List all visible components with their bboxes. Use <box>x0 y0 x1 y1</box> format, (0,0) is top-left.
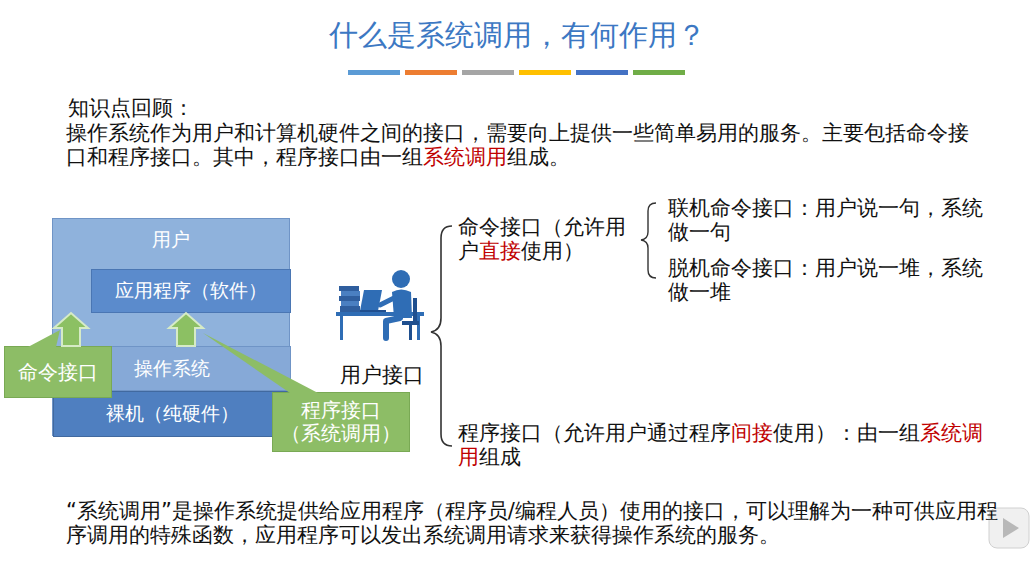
text-paragraph: 用户接口 <box>340 363 430 387</box>
slide-title: 什么是系统调用，有何作用？ <box>0 16 1035 56</box>
person-leg <box>386 318 400 338</box>
person-at-desk-icon <box>336 270 424 340</box>
book <box>339 296 360 301</box>
color-bar <box>348 70 400 75</box>
chair-seat <box>402 321 419 325</box>
text-paragraph: “系统调用”是操作系统提供给应用程序（程序员/编程人员）使用的接口，可以理解为一… <box>66 499 1011 547</box>
body-text: 知识点回顾： <box>68 96 194 120</box>
body-text: 组成。 <box>507 145 570 169</box>
text-paragraph: 命令接口（允许用户直接使用） <box>458 215 633 263</box>
chair-leg <box>409 325 412 340</box>
box-label: 命令接口 <box>18 361 98 384</box>
box-label: 应用程序（软件） <box>115 280 267 302</box>
book <box>341 301 359 306</box>
curly-bracket <box>431 226 452 446</box>
body-text: 程序接口（允许用户通过程序 <box>458 421 731 445</box>
callout-box: 命令接口 <box>4 346 112 398</box>
color-bar <box>462 70 514 75</box>
box-label: 裸机（纯硬件） <box>106 403 239 425</box>
body-text: 联机命令接口：用户说一句，系统做一句 <box>668 196 983 244</box>
desk-leg <box>417 316 420 340</box>
text-paragraph: 脱机命令接口：用户说一堆，系统做一堆 <box>668 256 993 304</box>
body-text: 使用）：由一组 <box>773 421 920 445</box>
layer-box: 应用程序（软件） <box>91 269 291 313</box>
body-text: “系统调用”是操作系统提供给应用程序（程序员/编程人员）使用的接口，可以理解为一… <box>66 499 998 547</box>
laptop <box>360 290 382 311</box>
text-paragraph: 程序接口（允许用户通过程序间接使用）：由一组系统调用组成 <box>458 421 988 469</box>
color-bar <box>519 70 571 75</box>
highlight-text: 间接 <box>731 421 773 445</box>
body-text: 组成 <box>479 445 521 469</box>
laptop-base <box>360 310 386 312</box>
color-bar <box>633 70 685 75</box>
highlight-text: 系统调用 <box>423 145 507 169</box>
text-paragraph: 操作系统作为用户和计算机硬件之间的接口，需要向上提供一些简单易用的服务。主要包括… <box>66 121 976 169</box>
body-text: 脱机命令接口：用户说一堆，系统做一堆 <box>668 256 983 304</box>
box-label: 程序接口（系统调用） <box>281 399 401 445</box>
highlight-text: 直接 <box>479 239 521 263</box>
text-paragraph: 知识点回顾： <box>68 96 468 120</box>
body-text: 用户接口 <box>340 363 424 387</box>
color-bar <box>405 70 457 75</box>
desk-leg <box>340 316 343 340</box>
body-text: 使用） <box>521 239 584 263</box>
person-arm <box>380 297 396 305</box>
text-paragraph: 联机命令接口：用户说一句，系统做一句 <box>668 196 993 244</box>
color-bar <box>576 70 628 75</box>
layer-box: 用户应用程序（软件） 操作系统裸机（纯硬件） <box>52 218 290 436</box>
book <box>341 291 360 296</box>
play-triangle <box>1003 518 1019 538</box>
title-color-bars <box>348 70 685 75</box>
callout-box: 程序接口（系统调用） <box>272 392 410 452</box>
book <box>340 306 360 312</box>
book <box>339 286 359 291</box>
person-body <box>392 290 412 319</box>
box-label: 用户 <box>152 229 190 251</box>
person-head <box>392 270 410 288</box>
box-label: 操作系统 <box>134 358 210 380</box>
curly-bracket <box>641 203 656 278</box>
chair-back <box>413 298 417 324</box>
